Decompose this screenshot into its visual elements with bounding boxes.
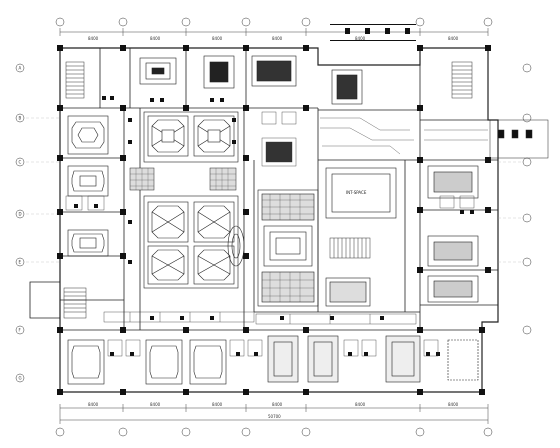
bottom-dim-5: 8400	[355, 402, 366, 407]
top-dim-1: 8400	[88, 36, 99, 41]
bottom-dimension-line	[59, 404, 489, 424]
top-axis-bubbles	[55, 17, 493, 27]
axis-label-e: E	[19, 260, 22, 265]
ceiling-left-room-3	[67, 229, 109, 257]
ceiling-oval-medallion	[227, 225, 245, 267]
top-dim-4: 8400	[272, 36, 283, 41]
left-axis-bubbles	[15, 63, 25, 383]
top-dim-5: 8400	[355, 36, 366, 41]
ceiling-top-room-1	[139, 57, 177, 85]
structural-columns	[57, 45, 491, 395]
axis-label-a: A	[19, 66, 22, 71]
bottom-dim-6: 8400	[448, 402, 459, 407]
axis-label-g: G	[19, 376, 22, 381]
right-axis-bubbles	[522, 63, 532, 335]
ceiling-central-hall	[257, 189, 319, 307]
ceiling-grille-pattern	[130, 168, 236, 190]
top-dim-2: 8400	[150, 36, 161, 41]
bottom-axis-bubbles	[55, 427, 493, 437]
ceiling-top-room-2	[203, 55, 235, 89]
ceiling-right-upper-strip	[489, 119, 549, 159]
bottom-dim-total: 50700	[268, 414, 281, 419]
ceiling-dome-grid-lower	[143, 195, 239, 289]
ceiling-large-right-room	[325, 167, 397, 219]
bottom-dim-3: 8400	[212, 402, 223, 407]
left-axis-labels: A B C D E F G	[19, 66, 22, 381]
bottom-dim-4: 8400	[272, 402, 283, 407]
axis-label-d: D	[19, 212, 22, 217]
bottom-dimension-labels: 8400 8400 8400 8400 8400 8400 50700	[88, 402, 459, 419]
ceiling-left-room-1	[67, 115, 109, 155]
ceiling-right-column-rooms	[427, 165, 479, 303]
stair-top-left	[65, 61, 85, 99]
top-upper-fixtures	[330, 24, 416, 41]
ceiling-grille-pair	[129, 167, 237, 191]
bottom-dim-1: 8400	[88, 402, 99, 407]
ceiling-left-room-2	[67, 165, 109, 197]
stair-left-annex	[63, 287, 87, 319]
ceiling-top-room-3	[251, 55, 297, 87]
top-dimension-line	[59, 28, 489, 36]
ceiling-central-grille	[262, 194, 314, 302]
ceiling-dome-grid-upper	[143, 111, 239, 163]
grid-lines	[26, 117, 522, 263]
ceiling-top-room-4	[331, 69, 363, 105]
top-dimension-labels: 8400 8400 8400 8400 8400 8400	[88, 36, 459, 41]
axis-label-c: C	[19, 160, 22, 165]
stair-center	[329, 237, 371, 259]
top-dim-3: 8400	[212, 36, 223, 41]
axis-label-f: F	[19, 328, 22, 333]
axis-label-b: B	[19, 116, 22, 121]
small-rooms-outline	[65, 111, 475, 357]
corridor-lights	[103, 311, 417, 325]
top-dim-6: 8400	[448, 36, 459, 41]
ceiling-bottom-row	[67, 335, 479, 385]
bottom-dim-2: 8400	[150, 402, 161, 407]
stair-top-right	[451, 61, 473, 99]
mep-lines	[320, 117, 488, 155]
ceiling-right-room-small	[325, 277, 371, 307]
large-room-label: INT-SPACE	[346, 190, 367, 195]
